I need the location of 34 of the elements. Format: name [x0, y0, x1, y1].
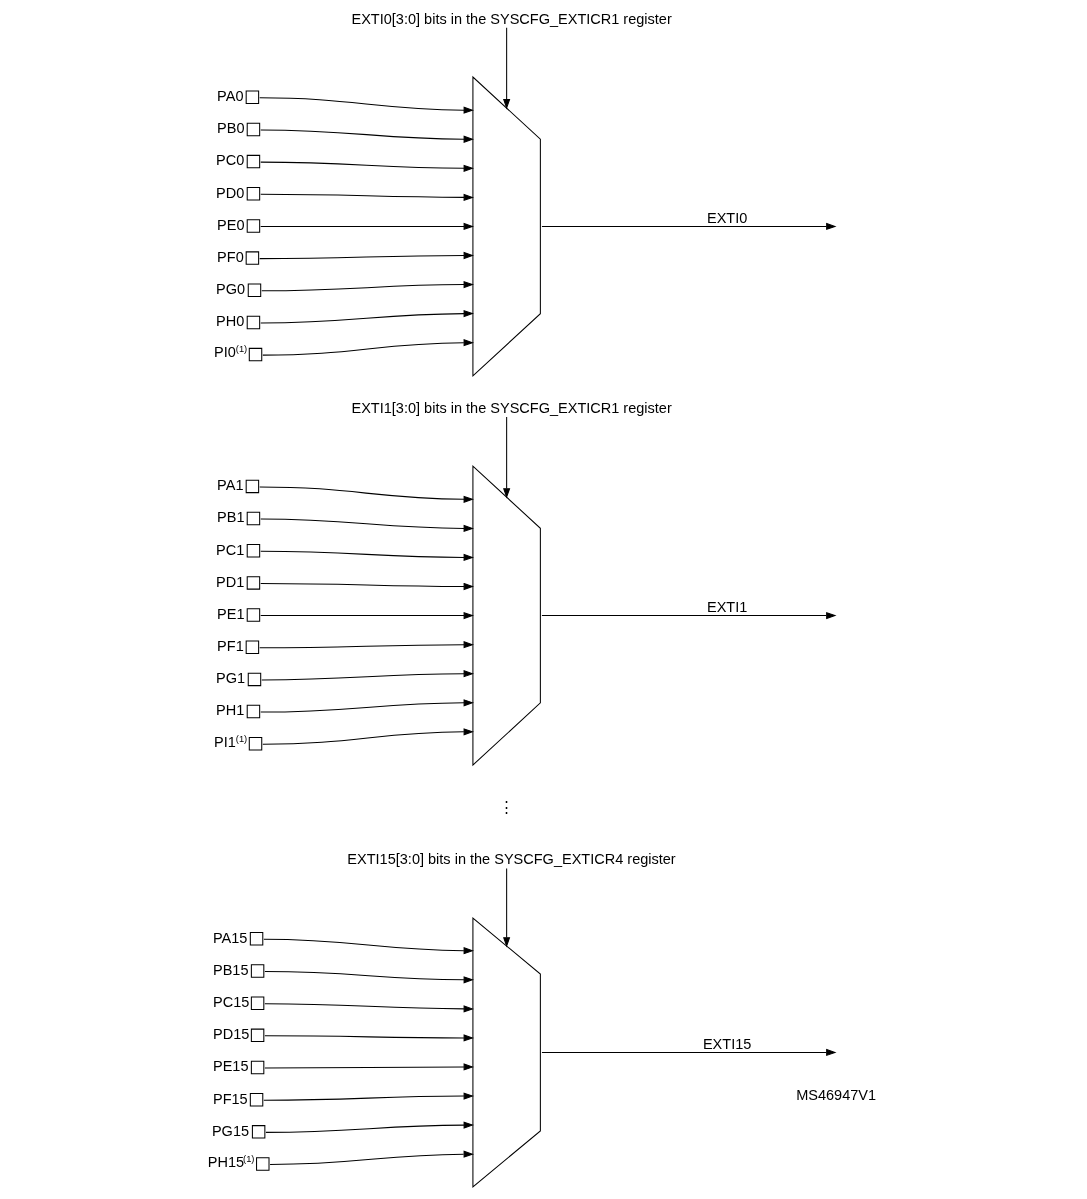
node-label: PB15 [212, 961, 248, 978]
node-label: PA15 [212, 929, 247, 946]
node-label: PE0 [216, 216, 245, 233]
edge-label: EXTI15 [702, 1035, 751, 1052]
node-text: EXTI1[3:0] bits in the SYSCFG_EXTICR1 register [351, 399, 672, 416]
node-label: PA1 [216, 477, 243, 494]
label: ⋮ [498, 799, 514, 816]
node-label: PE1 [216, 605, 245, 622]
node-label: PC15 [212, 994, 249, 1011]
node-label: PD1 [215, 573, 244, 590]
node-label: PG0 [215, 281, 245, 298]
node-label: PB0 [216, 120, 245, 137]
node-text: EXTI15[3:0] bits in the SYSCFG_EXTICR4 register [346, 851, 676, 868]
node-label: PF1 [216, 638, 244, 655]
node-label: PI1$^{(1)}$ [213, 733, 247, 750]
node-text: EXTI0[3:0] bits in the SYSCFG_EXTICR1 register [351, 10, 672, 27]
node-label: PG15 [211, 1122, 249, 1139]
node-label: PH0 [215, 313, 244, 330]
edge-label: EXTI0 [706, 209, 747, 226]
node-label: PB1 [216, 509, 245, 526]
node-label: PF15 [212, 1090, 248, 1107]
node-label: PH15$^{(1)}$ [207, 1153, 254, 1170]
node-label: PI0$^{(1)}$ [213, 344, 247, 361]
node-label: PE15 [212, 1058, 248, 1075]
label: MS46947V1 [795, 1086, 876, 1103]
node-label: PC0 [215, 152, 244, 169]
node-label: PH1 [215, 702, 244, 719]
node-label: PG1 [215, 670, 245, 687]
node-label: PA0 [216, 88, 243, 105]
edge-label: EXTI1 [706, 598, 747, 615]
node-label: PD0 [215, 184, 244, 201]
node-label: PD15 [212, 1026, 249, 1043]
node-label: PC1 [215, 541, 244, 558]
node-label: PF0 [216, 248, 244, 265]
